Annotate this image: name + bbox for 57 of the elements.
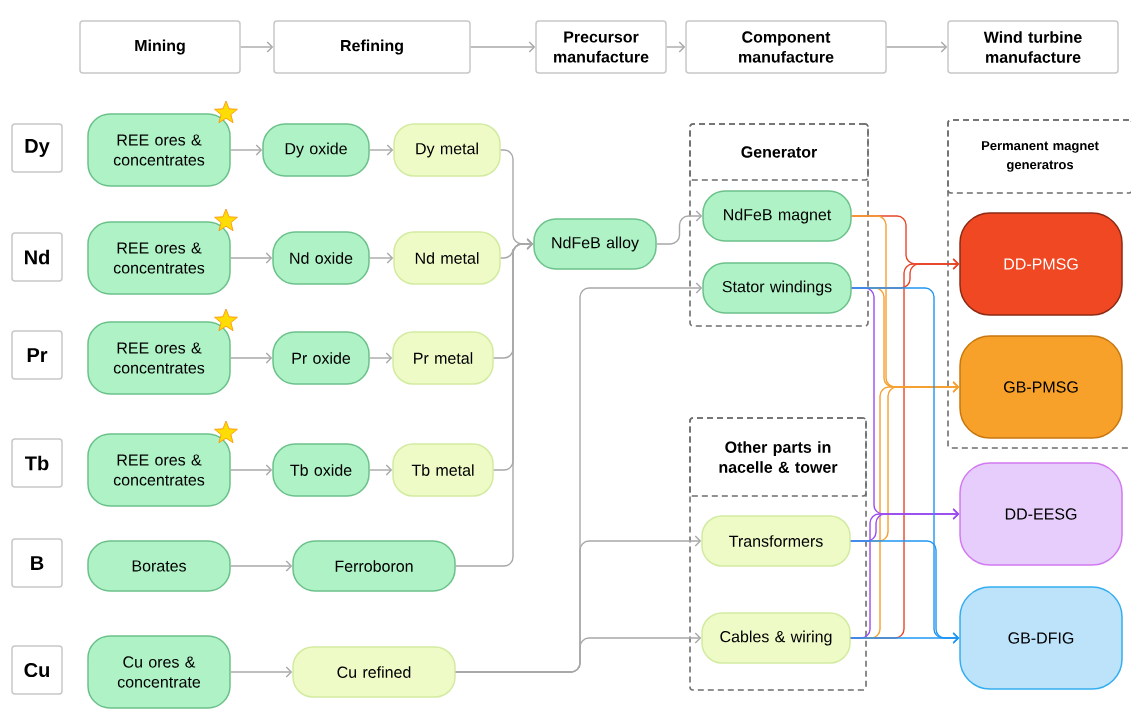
process-box: REE ores & concentrates: [87, 113, 231, 187]
process-box: Nd metal: [393, 231, 501, 285]
arrow: [656, 210, 703, 245]
group-heading: Other parts in nacelle & tower: [689, 417, 867, 497]
arrow: [230, 352, 273, 364]
process-box: REE ores & concentrates: [87, 221, 231, 295]
generator-box: GB-DFIG: [959, 586, 1123, 690]
arrow: [369, 252, 394, 264]
element-box: Dy: [11, 123, 63, 173]
generator-box: GB-PMSG: [959, 335, 1123, 439]
process-box: NdFeB alloy: [533, 218, 657, 270]
process-box: REE ores & concentrates: [87, 321, 231, 395]
group-heading: Permanent magnet generatros: [947, 119, 1131, 194]
arrow: [230, 464, 273, 476]
process-box: Cables & wiring: [701, 612, 851, 664]
process-box: Nd oxide: [272, 231, 370, 285]
element-box: Pr: [11, 330, 63, 380]
process-box: Transformers: [701, 515, 851, 567]
process-box: Dy metal: [393, 123, 501, 177]
element-box: Cu: [11, 645, 63, 695]
arrow: [886, 41, 948, 53]
element-box: B: [11, 538, 63, 588]
process-box: REE ores & concentrates: [87, 433, 231, 507]
process-box: Stator windings: [702, 262, 852, 314]
arrow: [230, 560, 293, 572]
arrow: [369, 464, 393, 476]
process-box: Tb oxide: [272, 443, 370, 497]
arrow: [230, 252, 273, 264]
arrow: [455, 238, 534, 567]
group-heading: Generator: [689, 123, 869, 181]
process-box: Cu ores & concentrate: [87, 635, 231, 709]
arrow: [230, 666, 293, 678]
arrow: [850, 632, 960, 644]
arrow: [369, 144, 394, 156]
box-header: Wind turbine manufacture: [947, 20, 1119, 74]
process-box: Ferroboron: [292, 540, 456, 592]
box-header: Refining: [273, 20, 471, 74]
process-box: NdFeB magnet: [702, 190, 852, 242]
process-box: Cu refined: [292, 646, 456, 698]
process-box: Pr oxide: [272, 331, 370, 385]
process-box: Borates: [87, 540, 231, 592]
arrow: [470, 41, 536, 53]
arrow: [230, 144, 263, 156]
process-box: Pr metal: [392, 331, 494, 385]
arrow: [455, 632, 702, 673]
box-header: Mining: [79, 20, 241, 74]
process-box: Tb metal: [392, 443, 494, 497]
box-header: Component manufacture: [685, 20, 887, 74]
box-header: Precursor manufacture: [535, 20, 667, 74]
generator-box: DD-PMSG: [959, 212, 1123, 316]
process-box: Dy oxide: [262, 123, 370, 177]
generator-box: DD-EESG: [959, 462, 1123, 566]
element-box: Nd: [11, 232, 63, 282]
arrow: [666, 41, 686, 53]
arrow: [369, 352, 393, 364]
arrow: [240, 41, 274, 53]
element-box: Tb: [11, 438, 63, 488]
